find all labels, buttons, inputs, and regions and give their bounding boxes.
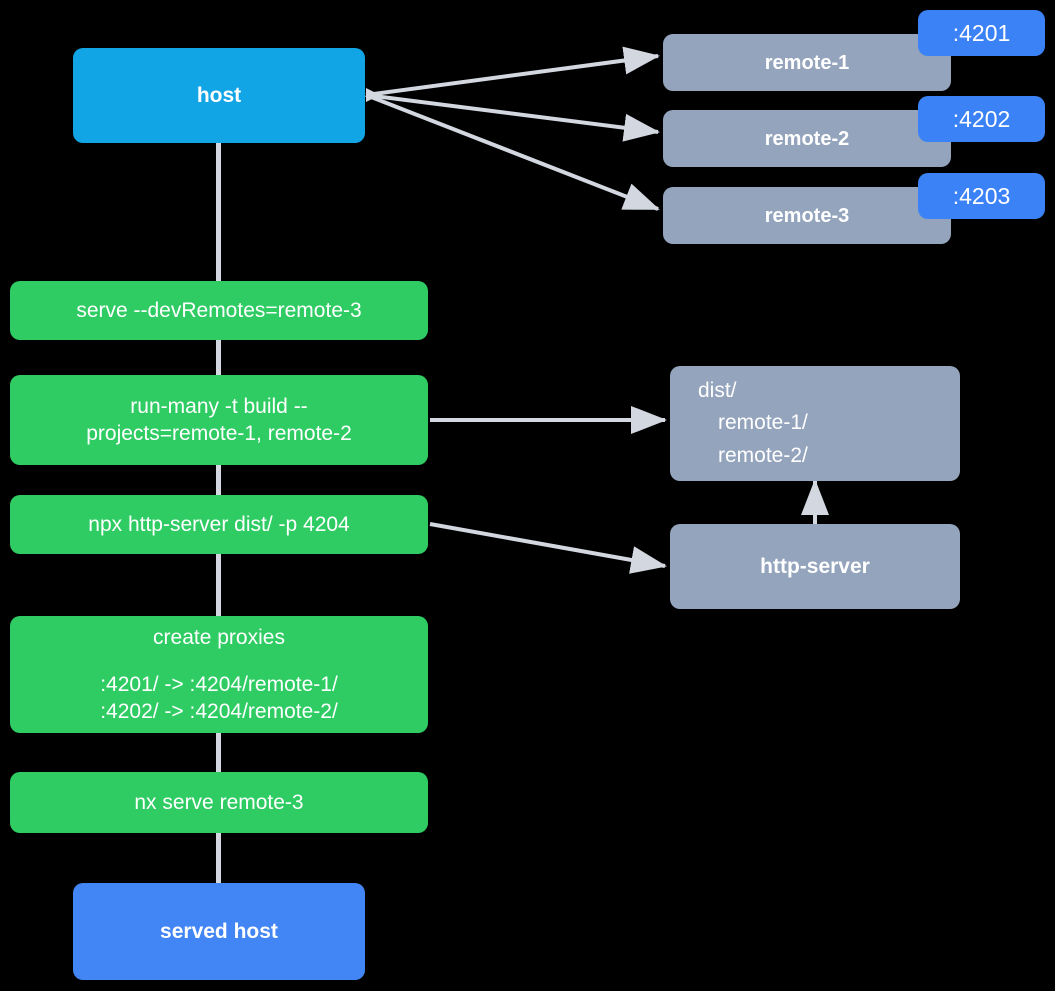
command-run-many-build[interactable]: run-many -t build -- projects=remote-1, … — [10, 375, 428, 465]
node-remote-3[interactable]: remote-3 — [663, 187, 951, 244]
command-npx-http-server-line-1: npx http-server dist/ -p 4204 — [88, 512, 350, 536]
node-http-server[interactable]: http-server — [670, 524, 960, 609]
node-dist-folder-root: dist/ — [698, 378, 737, 402]
node-dist-folder-child-2: remote-2/ — [718, 443, 808, 467]
edge-npx-to-httpserver — [429, 522, 667, 574]
node-served-host-label: served host — [160, 919, 278, 943]
badge-remote-1-port-label: :4201 — [952, 19, 1011, 46]
command-create-proxies-mapping-2: :4202/ -> :4204/remote-2/ — [100, 700, 338, 724]
edge-host-to-remote-2 — [365, 93, 660, 142]
spine-proxies-to-nxserve — [216, 733, 221, 772]
edge-arrowhead-into-host — [366, 88, 380, 102]
badge-remote-2-port: :4202 — [918, 96, 1045, 142]
edge-host-to-remote-3 — [365, 93, 660, 211]
badge-remote-1-port: :4201 — [918, 10, 1045, 56]
node-dist-folder-child-1: remote-1/ — [718, 411, 808, 435]
spine-nxserve-to-servedhost — [216, 833, 221, 883]
node-dist-folder[interactable]: dist/ remote-1/ remote-2/ — [670, 366, 960, 481]
command-create-proxies-mapping-1: :4201/ -> :4204/remote-1/ — [100, 672, 338, 696]
command-serve-devremotes[interactable]: serve --devRemotes=remote-3 — [10, 281, 428, 340]
command-create-proxies-title: create proxies — [153, 625, 285, 649]
command-nx-serve-remote-3[interactable]: nx serve remote-3 — [10, 772, 428, 833]
badge-remote-3-port-label: :4203 — [952, 182, 1011, 209]
node-host[interactable]: host — [73, 48, 365, 143]
spine-npx-to-proxies — [216, 554, 221, 616]
node-host-label: host — [196, 83, 242, 107]
command-serve-devremotes-line-1: serve --devRemotes=remote-3 — [76, 298, 362, 322]
spine-serve-to-runmany — [216, 340, 221, 375]
node-remote-1[interactable]: remote-1 — [663, 34, 951, 91]
command-run-many-build-line-2: projects=remote-1, remote-2 — [86, 422, 352, 445]
node-remote-2-label: remote-2 — [764, 127, 850, 150]
node-remote-1-label: remote-1 — [764, 51, 850, 74]
command-create-proxies[interactable]: create proxies :4201/ -> :4204/remote-1/… — [10, 616, 428, 733]
badge-remote-2-port-label: :4202 — [952, 105, 1011, 132]
command-nx-serve-remote-3-line-1: nx serve remote-3 — [134, 790, 304, 814]
spine-runmany-to-npx — [216, 465, 221, 495]
command-run-many-build-line-1: run-many -t build -- — [130, 394, 308, 418]
badge-remote-3-port: :4203 — [918, 173, 1045, 219]
node-served-host[interactable]: served host — [73, 883, 365, 980]
node-remote-3-label: remote-3 — [764, 204, 850, 227]
node-remote-2[interactable]: remote-2 — [663, 110, 951, 167]
edge-host-to-remote-1 — [365, 46, 660, 97]
command-npx-http-server[interactable]: npx http-server dist/ -p 4204 — [10, 495, 428, 554]
node-http-server-label: http-server — [760, 554, 870, 578]
spine-host-to-serve — [216, 143, 221, 281]
